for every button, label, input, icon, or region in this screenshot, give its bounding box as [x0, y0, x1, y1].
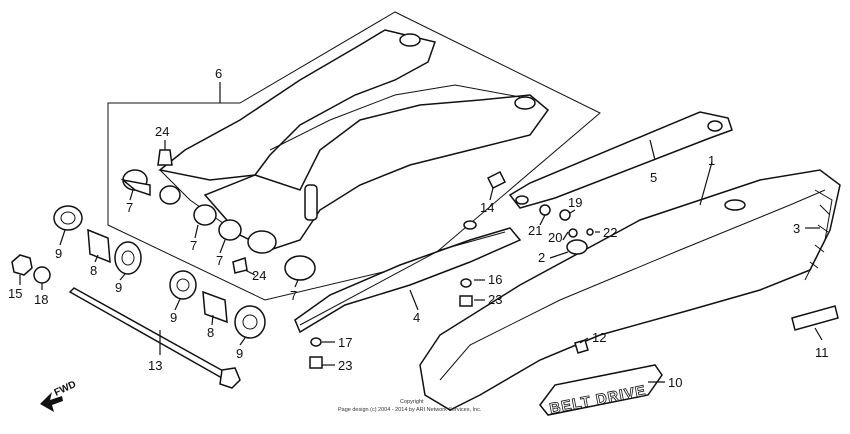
pivot-bolt [68, 287, 241, 389]
callout-9d: 9 [236, 346, 243, 361]
seals-bushings [53, 205, 266, 339]
sticker-label [791, 305, 839, 331]
callout-8a: 8 [90, 263, 97, 278]
swingarm-group-outline [107, 11, 601, 301]
callout-7a: 7 [126, 200, 133, 215]
callout-16: 16 [488, 272, 502, 287]
callout-7b: 7 [190, 238, 197, 253]
callout-13: 13 [148, 358, 162, 373]
callout-6: 6 [215, 66, 222, 81]
callout-1: 1 [708, 153, 715, 168]
callout-8b: 8 [207, 325, 214, 340]
forward-arrow: FWD [40, 379, 78, 412]
callout-24a: 24 [155, 124, 169, 139]
callout-5: 5 [650, 170, 657, 185]
callout-7d: 7 [290, 288, 297, 303]
callout-24b: 24 [252, 268, 266, 283]
leader-lines [19, 82, 823, 383]
callout-11: 11 [815, 345, 829, 360]
callout-4: 4 [413, 310, 420, 325]
grease-fittings [157, 149, 248, 274]
pivot-nut-washer [11, 254, 51, 284]
callout-23a: 23 [488, 292, 502, 307]
torque-link [486, 111, 733, 209]
callout-17: 17 [338, 335, 352, 350]
belt-cover [419, 169, 841, 411]
callout-20: 20 [548, 230, 562, 245]
callout-21: 21 [528, 223, 542, 238]
callout-3: 3 [793, 221, 800, 236]
callout-10: 10 [668, 375, 682, 390]
belt-drive-decal: BELT DRIVE [539, 364, 663, 418]
copyright-line-1: Copyright [400, 399, 424, 405]
callout-18: 18 [34, 292, 48, 307]
callout-22: 22 [603, 225, 617, 240]
small-hardware [309, 204, 594, 369]
callout-19: 19 [568, 195, 582, 210]
callout-23b: 23 [338, 358, 352, 373]
callout-9b: 9 [115, 280, 122, 295]
callout-2: 2 [538, 250, 545, 265]
callout-labels: 1 2 3 4 5 6 7 7 7 7 8 8 9 9 9 9 10 11 12… [8, 66, 829, 390]
callout-15: 15 [8, 286, 22, 301]
copyright-line-2: Page design (c) 2004 - 2014 by ARI Netwo… [338, 407, 482, 413]
forward-label: FWD [53, 379, 78, 399]
callout-14: 14 [480, 200, 494, 215]
callout-7c: 7 [216, 253, 223, 268]
pivot-collars [120, 169, 316, 281]
swingarm [158, 29, 550, 251]
chain-guard [294, 220, 522, 334]
callout-9a: 9 [55, 246, 62, 261]
callout-12: 12 [592, 330, 606, 345]
callout-9c: 9 [170, 310, 177, 325]
